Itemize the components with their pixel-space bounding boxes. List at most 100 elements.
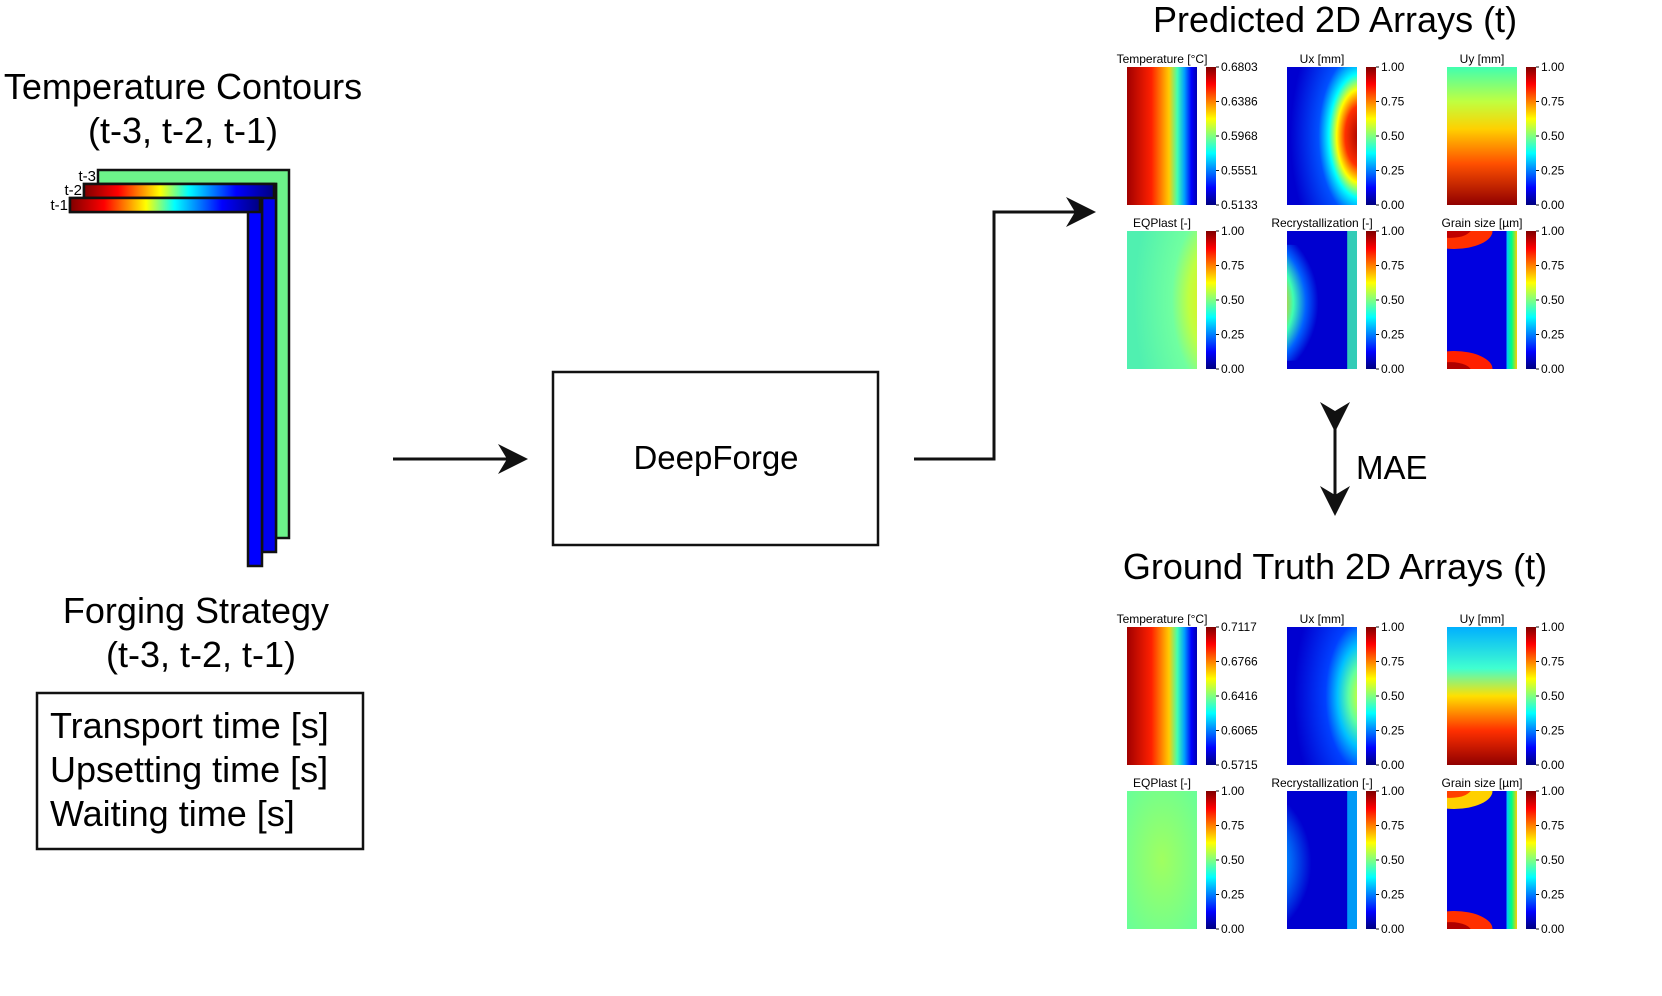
- colorbar-tick-label: 0.00: [1541, 758, 1565, 772]
- panel-title-eqp: EQPlast [-]: [1133, 216, 1191, 230]
- colorbar-tick-label: 0.50: [1541, 129, 1565, 143]
- colorbar-tick-label: 0.5551: [1221, 164, 1258, 178]
- colorbar-tick-label: 0.50: [1221, 853, 1245, 867]
- colorbar-tick-label: 0.25: [1221, 888, 1245, 902]
- colorbar-tick-label: 0.75: [1381, 259, 1405, 273]
- stack-label-t-1: t-1: [50, 197, 68, 214]
- temperature-contour-stack: t-3 t-2 t-1: [50, 168, 291, 568]
- colorbar-tick-label: 1.00: [1541, 60, 1565, 74]
- colorbar-tick-label: 0.75: [1221, 259, 1245, 273]
- panel-uy: Uy [mm]1.000.750.500.250.00: [1447, 612, 1565, 772]
- panel-eqp: EQPlast [-]1.000.750.500.250.00: [1127, 776, 1245, 936]
- colorbar-uy: [1526, 67, 1536, 205]
- colorbar-tick-label: 0.00: [1381, 198, 1405, 212]
- colorbar-tick-label: 1.00: [1541, 224, 1565, 238]
- colorbar-tick-label: 0.00: [1221, 362, 1245, 376]
- field-uy: [1447, 627, 1517, 765]
- colorbar-tick-label: 1.00: [1221, 224, 1245, 238]
- colorbar-tick-label: 0.00: [1541, 922, 1565, 936]
- layer-t-1-vertical: [68, 196, 264, 568]
- temperature-contours-title: Temperature Contours: [4, 66, 362, 107]
- mae-label: MAE: [1356, 449, 1428, 486]
- colorbar-temp: [1206, 627, 1216, 765]
- panel-uy: Uy [mm]1.000.750.500.250.00: [1447, 52, 1565, 212]
- layer-t-2: [82, 182, 276, 200]
- panel-eqp: EQPlast [-] 1.00 0.75 0.50 0.25 0.00: [1127, 216, 1245, 376]
- panel-title-grain: Grain size [µm]: [1442, 216, 1523, 230]
- predicted-arrays-grid: Temperature [°C]0.68030.63860.59680.5551…: [1117, 52, 1565, 376]
- colorbar-tick-label: 0.7117: [1221, 620, 1257, 634]
- predicted-arrays-title: Predicted 2D Arrays (t): [1153, 0, 1517, 40]
- colorbar-tick-label: 0.6065: [1221, 724, 1258, 738]
- colorbar-tick-label: 0.25: [1541, 164, 1565, 178]
- panel-temp: Temperature [°C]0.68030.63860.59680.5551…: [1117, 52, 1258, 212]
- colorbar-tick-label: 0.75: [1541, 95, 1565, 109]
- layer-t-1: [68, 196, 262, 214]
- deepforge-model-box: [551, 370, 880, 547]
- colorbar-tick-label: 0.75: [1381, 819, 1405, 833]
- panel-title-rec: Recrystallization [-]: [1271, 216, 1372, 230]
- output-arrow: [914, 197, 1096, 461]
- forging-strategy-steps: (t-3, t-2, t-1): [106, 634, 296, 675]
- strategy-item-upsetting: Upsetting time [s]: [50, 749, 328, 790]
- colorbar-tick-label: 0.25: [1541, 724, 1565, 738]
- colorbar-temp: [1206, 67, 1216, 205]
- field-rec: [1287, 231, 1357, 369]
- panel-rec: Recrystallization [-]1.000.750.500.250.0…: [1271, 776, 1405, 936]
- field-grain: [1447, 231, 1517, 369]
- colorbar-tick-label: 1.00: [1381, 60, 1405, 74]
- colorbar-tick-label: 1.00: [1381, 784, 1405, 798]
- colorbar-eqp: [1206, 791, 1216, 929]
- colorbar-tick-label: 0.50: [1381, 853, 1405, 867]
- forging-strategy-box: [35, 691, 365, 851]
- colorbar-tick-label: 0.75: [1541, 259, 1565, 273]
- temperature-contours-steps: (t-3, t-2, t-1): [88, 110, 278, 151]
- colorbar-ux: [1366, 67, 1376, 205]
- colorbar-tick-label: 0.75: [1541, 819, 1565, 833]
- panel-title-ux: Ux [mm]: [1300, 52, 1345, 66]
- colorbar-ux: [1366, 627, 1376, 765]
- colorbar-tick-label: 0.75: [1381, 95, 1405, 109]
- panel-ux: Ux [mm]1.000.750.500.250.00: [1287, 612, 1405, 772]
- colorbar-tick-label: 0.5715: [1221, 758, 1258, 772]
- colorbar-tick-label: 1.00: [1541, 784, 1565, 798]
- field-ux: [1287, 67, 1357, 205]
- colorbar-tick-label: 0.00: [1381, 758, 1405, 772]
- ground-truth-arrays-grid: Temperature [°C]0.71170.67660.64160.6065…: [1117, 612, 1565, 936]
- colorbar-tick-label: 0.25: [1381, 888, 1405, 902]
- colorbar-tick-label: 0.50: [1221, 293, 1245, 307]
- colorbar-tick-label: 0.00: [1541, 198, 1565, 212]
- colorbar-tick-label: 0.75: [1381, 655, 1405, 669]
- colorbar-tick-label: 0.00: [1541, 362, 1565, 376]
- colorbar-tick-label: 0.25: [1541, 328, 1565, 342]
- panel-title-temp: Temperature [°C]: [1117, 612, 1208, 626]
- strategy-item-transport: Transport time [s]: [50, 705, 329, 746]
- panel-temp: Temperature [°C]0.71170.67660.64160.6065…: [1117, 612, 1258, 772]
- colorbar-tick-label: 0.6803: [1221, 60, 1258, 74]
- panel-grain: Grain size [µm]1.000.750.500.250.00: [1442, 776, 1565, 936]
- stack-label-t-2: t-2: [64, 182, 82, 199]
- panel-grain: Grain size [µm] 1.00 0.75 0.50 0.25 0.00: [1442, 216, 1565, 376]
- field-ux: [1287, 627, 1357, 765]
- colorbar-tick-label: 0.50: [1541, 293, 1565, 307]
- colorbar-tick-label: 0.6416: [1221, 689, 1258, 703]
- field-eqp: [1127, 231, 1197, 369]
- panel-ux: Ux [mm]1.000.750.500.250.00: [1287, 52, 1405, 212]
- colorbar-tick-label: 0.75: [1221, 819, 1245, 833]
- colorbar-tick-label: 0.5133: [1221, 198, 1258, 212]
- colorbar-tick-label: 0.25: [1221, 328, 1245, 342]
- panel-title-uy: Uy [mm]: [1460, 612, 1505, 626]
- field-eqp: [1127, 791, 1197, 929]
- colorbar-tick-label: 0.25: [1541, 888, 1565, 902]
- colorbar-tick-label: 0.50: [1381, 293, 1405, 307]
- field-rec: [1287, 791, 1357, 929]
- panel-title-eqp: EQPlast [-]: [1133, 776, 1191, 790]
- colorbar-eqp: [1206, 231, 1216, 369]
- forging-strategy-title: Forging Strategy: [63, 590, 329, 631]
- deepforge-label: DeepForge: [633, 439, 798, 476]
- colorbar-tick-label: 1.00: [1541, 620, 1565, 634]
- field-temp: [1127, 67, 1197, 205]
- colorbar-tick-label: 0.50: [1381, 689, 1405, 703]
- panel-rec: Recrystallization [-]1.000.750.500.250.0…: [1271, 216, 1405, 376]
